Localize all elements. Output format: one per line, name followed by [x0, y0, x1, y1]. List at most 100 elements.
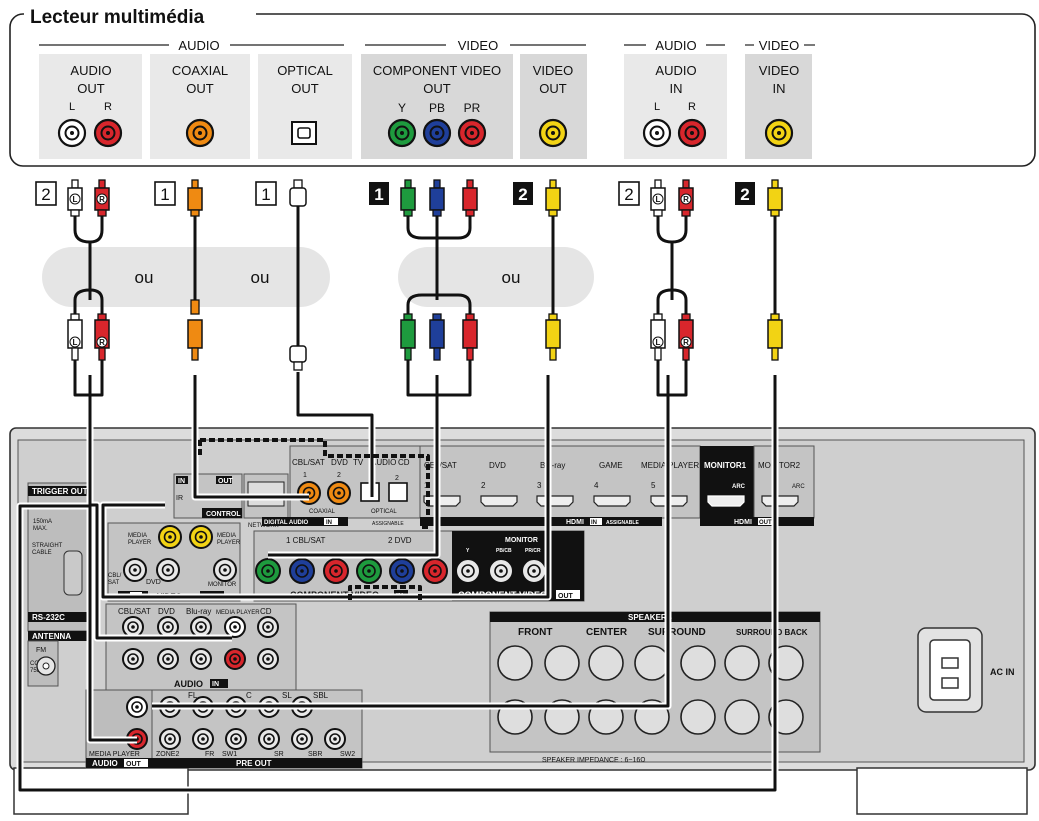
svg-text:DIGITAL AUDIO: DIGITAL AUDIO	[264, 520, 309, 526]
svg-text:VIDEO: VIDEO	[533, 63, 573, 78]
svg-text:1 CBL/SAT: 1 CBL/SAT	[286, 536, 326, 545]
rca-jack	[158, 525, 182, 549]
svg-text:L: L	[656, 338, 661, 347]
svg-text:2 DVD: 2 DVD	[388, 536, 412, 545]
rca-plug	[429, 179, 445, 217]
svg-text:MONITOR2: MONITOR2	[758, 461, 801, 470]
svg-text:DVD: DVD	[146, 579, 161, 586]
svg-text:AUDIO: AUDIO	[371, 458, 396, 467]
svg-text:OUT: OUT	[539, 81, 567, 96]
rca-jack	[224, 648, 246, 670]
svg-text:Y: Y	[466, 548, 470, 554]
svg-text:SL: SL	[282, 691, 292, 700]
svg-text:ASSIGNABLE: ASSIGNABLE	[606, 520, 639, 526]
svg-text:OUT: OUT	[186, 81, 214, 96]
rca-plug	[545, 313, 561, 361]
svg-text:GAME: GAME	[599, 461, 623, 470]
svg-text:STRAIGHT: STRAIGHT	[32, 543, 63, 549]
cable-audio-in	[152, 375, 670, 708]
svg-text:MONITOR: MONITOR	[505, 537, 538, 544]
svg-text:PR/CR: PR/CR	[525, 548, 541, 554]
rca-jack	[422, 118, 452, 148]
rca-jack	[213, 558, 237, 582]
cable-number: 2	[624, 185, 633, 204]
rca-jack	[257, 616, 279, 638]
svg-text:RS-232C: RS-232C	[32, 613, 65, 622]
svg-text:ASSIGNABLE: ASSIGNABLE	[372, 521, 404, 527]
rca-jack	[123, 558, 147, 582]
cable-number: 1	[160, 185, 169, 204]
group-label-video: VIDEO	[458, 38, 498, 53]
rca-plug	[767, 179, 783, 217]
cable-number-badges: 2 1 1 1 2 2 2	[35, 181, 755, 206]
svg-text:PLAYER: PLAYER	[217, 540, 241, 546]
svg-text:R: R	[104, 101, 112, 113]
svg-text:AUDIO: AUDIO	[92, 759, 118, 768]
media-player-device: Lecteur multimédia AUDIO VIDEO AUDIO VID…	[9, 3, 1036, 167]
rca-plug	[429, 313, 445, 361]
svg-text:FR: FR	[205, 751, 214, 758]
cable-audio-l	[88, 375, 232, 640]
ou-label: ou	[502, 268, 521, 287]
svg-text:AC IN: AC IN	[990, 667, 1015, 677]
svg-text:PLAYER: PLAYER	[128, 540, 152, 546]
rca-jack	[356, 558, 382, 584]
svg-text:CABLE: CABLE	[32, 550, 52, 556]
rca-jack	[677, 118, 707, 148]
plugs: L R L R L R L R	[67, 179, 783, 371]
svg-text:R: R	[99, 338, 105, 347]
svg-text:PB/CB: PB/CB	[496, 548, 512, 554]
svg-text:1: 1	[303, 472, 307, 479]
svg-text:ARC: ARC	[732, 484, 746, 490]
svg-text:SW2: SW2	[340, 751, 355, 758]
rca-jack	[422, 558, 448, 584]
svg-text:OUT: OUT	[218, 478, 234, 485]
rca-jack	[189, 525, 213, 549]
rca-jack	[257, 648, 279, 670]
cable-audio-r	[88, 505, 137, 742]
svg-text:OPTICAL: OPTICAL	[371, 509, 397, 515]
rca-jack	[389, 558, 415, 584]
group-label-audio: AUDIO	[178, 38, 219, 53]
alternative-pills: ou ou ou	[42, 247, 594, 307]
svg-text:FRONT: FRONT	[518, 627, 552, 638]
svg-text:C: C	[246, 691, 252, 700]
rca-jack	[289, 558, 315, 584]
rca-jack	[190, 616, 212, 638]
rca-jack	[57, 118, 87, 148]
rca-jack	[122, 616, 144, 638]
rca-jack	[457, 118, 487, 148]
cable-optical	[296, 372, 374, 497]
rca-plug	[400, 179, 416, 217]
optical-jack	[291, 121, 317, 145]
rca-jack	[185, 118, 215, 148]
svg-text:CD: CD	[398, 458, 410, 467]
rca-jack	[126, 696, 148, 718]
cable-coaxial	[193, 375, 309, 499]
svg-text:OUT: OUT	[291, 81, 319, 96]
cable-number: 1	[261, 185, 270, 204]
group-label-video-in: VIDEO	[759, 38, 799, 53]
svg-text:IN: IN	[212, 681, 219, 688]
svg-text:IN: IN	[591, 520, 597, 526]
svg-text:IN: IN	[670, 81, 683, 96]
rca-jack	[122, 648, 144, 670]
svg-text:FL: FL	[188, 691, 198, 700]
av-receiver: TRIGGER OUT 150mA MAX. STRAIGHT CABLE RS…	[9, 427, 1036, 815]
svg-text:4: 4	[594, 481, 599, 490]
svg-text:AUDIO: AUDIO	[70, 63, 111, 78]
svg-text:MEDIA PLAYER: MEDIA PLAYER	[89, 751, 140, 758]
svg-text:PB: PB	[429, 101, 445, 115]
svg-text:R: R	[683, 338, 689, 347]
cable-video-out	[101, 375, 550, 599]
cable-component	[268, 375, 439, 557]
svg-text:CBL/SAT: CBL/SAT	[292, 458, 325, 467]
svg-text:OUT: OUT	[77, 81, 105, 96]
cable-number: 2	[41, 185, 50, 204]
svg-text:R: R	[99, 195, 105, 204]
ou-label: ou	[135, 268, 154, 287]
svg-text:MEDIA: MEDIA	[128, 533, 147, 539]
svg-text:CBL/SAT: CBL/SAT	[118, 607, 151, 616]
rca-plug	[187, 179, 203, 217]
rca-jack	[521, 558, 547, 584]
